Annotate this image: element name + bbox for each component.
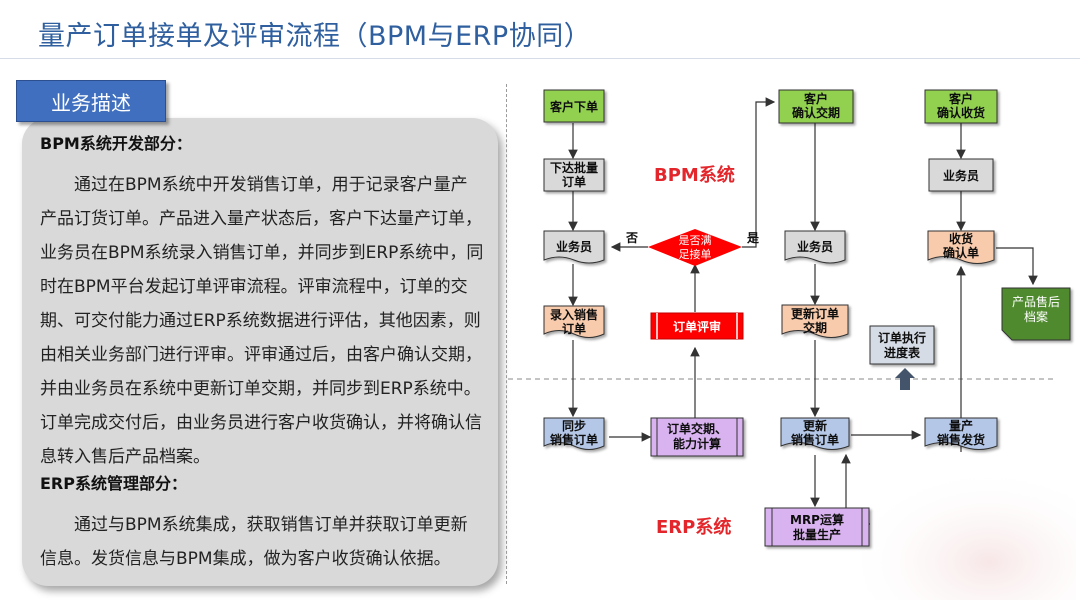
node-order-review: 订单评审 bbox=[650, 312, 744, 340]
node-capacity-calc: 订单交期、 能力计算 bbox=[650, 417, 744, 457]
node-receipt-confirm: 收货 确认单 bbox=[927, 230, 995, 264]
node-sync-order-label-2: 销售订单 bbox=[550, 432, 598, 447]
decision-no-label: 否 bbox=[625, 231, 638, 245]
node-issue-batch-label-2: 订单 bbox=[562, 174, 586, 189]
node-after-sales-archive: 产品售后 档案 bbox=[1001, 287, 1071, 341]
node-mrp-production: MRP运算 批量生产 bbox=[764, 507, 870, 547]
flow-diagram: 客户下单 下达批量 订单 BPM系统 业务员 录入销售 订单 是否满 足接单 否… bbox=[508, 89, 1076, 600]
node-archive-label-2: 档案 bbox=[1024, 309, 1048, 324]
node-sync-sales-order: 同步 销售订单 bbox=[543, 417, 605, 450]
erp-heading: ERP系统管理部分： bbox=[40, 474, 187, 493]
node-update-order-label-2: 销售订单 bbox=[791, 432, 839, 447]
decision-yes-label: 是 bbox=[746, 231, 760, 245]
erp-system-label: ERP系统 bbox=[656, 516, 731, 538]
node-salesman-3: 业务员 bbox=[928, 158, 994, 192]
node-enter-order-label-2: 订单 bbox=[562, 321, 586, 336]
node-update-date-label-2: 交期 bbox=[803, 320, 827, 335]
node-capacity-label-2: 能力计算 bbox=[673, 436, 721, 451]
node-salesman-3-label: 业务员 bbox=[943, 168, 979, 183]
node-issue-batch-order: 下达批量 订单 bbox=[543, 158, 605, 192]
node-decision-label-2: 足接单 bbox=[679, 248, 712, 261]
node-archive-label-1: 产品售后 bbox=[1012, 294, 1060, 309]
title-underline bbox=[0, 58, 1080, 59]
node-cust-confirm-receipt-label-1: 客户 bbox=[948, 91, 973, 106]
node-order-review-label: 订单评审 bbox=[673, 319, 721, 334]
node-capacity-label-1: 订单交期、 bbox=[667, 421, 727, 436]
node-update-sales-order: 更新 销售订单 bbox=[780, 417, 850, 450]
node-ship-label-1: 量产 bbox=[949, 418, 973, 433]
section-tag: 业务描述 bbox=[16, 80, 166, 122]
node-cust-confirm-receipt-label-2: 确认收货 bbox=[937, 105, 985, 120]
node-salesman-1: 业务员 bbox=[543, 230, 605, 264]
node-issue-batch-label-1: 下达批量 bbox=[550, 160, 598, 175]
node-update-order-label-1: 更新 bbox=[803, 418, 827, 433]
node-ship-label-2: 销售发货 bbox=[937, 432, 985, 447]
vertical-divider bbox=[506, 84, 507, 584]
description-panel: BPM系统开发部分： 通过在BPM系统中开发销售订单，用于记录客户量产产品订货订… bbox=[22, 118, 498, 586]
node-salesman-1-label: 业务员 bbox=[556, 239, 592, 254]
node-customer-order-label: 客户下单 bbox=[549, 99, 598, 114]
node-progress-label-2: 进度表 bbox=[884, 345, 921, 360]
node-customer-order: 客户下单 bbox=[543, 89, 605, 123]
node-cust-confirm-date-label-1: 客户 bbox=[803, 91, 828, 106]
node-decision-label-1: 是否满 bbox=[679, 234, 712, 247]
node-mrp-label-2: 批量生产 bbox=[793, 527, 841, 542]
erp-paragraph: 通过与BPM系统集成，获取销售订单并获取订单更新信息。发货信息与BPM集成，做为… bbox=[40, 515, 468, 569]
node-mrp-label-1: MRP运算 bbox=[790, 512, 844, 527]
node-salesman-2: 业务员 bbox=[784, 230, 846, 264]
node-receipt-confirm-label-1: 收货 bbox=[949, 231, 973, 246]
node-cust-confirm-date-label-2: 确认交期 bbox=[792, 105, 840, 120]
node-decision: 是否满 足接单 bbox=[648, 229, 742, 266]
node-progress-table: 订单执行 进度表 bbox=[869, 325, 935, 365]
node-mass-shipment: 量产 销售发货 bbox=[924, 417, 998, 450]
node-salesman-2-label: 业务员 bbox=[797, 239, 833, 254]
node-receipt-confirm-label-2: 确认单 bbox=[943, 245, 979, 260]
node-customer-confirm-receipt: 客户 确认收货 bbox=[924, 89, 998, 124]
up-arrow-icon bbox=[895, 368, 915, 390]
node-enter-order-label-1: 录入销售 bbox=[550, 307, 598, 322]
node-progress-label-1: 订单执行 bbox=[878, 330, 926, 345]
bpm-heading: BPM系统开发部分： bbox=[40, 134, 192, 153]
node-customer-confirm-date: 客户 确认交期 bbox=[778, 89, 854, 124]
bpm-system-label: BPM系统 bbox=[654, 164, 735, 186]
node-update-order-date: 更新订单 交期 bbox=[781, 304, 849, 338]
node-enter-sales-order: 录入销售 订单 bbox=[543, 305, 605, 338]
page-title: 量产订单接单及评审流程（BPM与ERP协同） bbox=[38, 21, 592, 52]
node-sync-order-label-1: 同步 bbox=[562, 418, 586, 433]
node-update-date-label-1: 更新订单 bbox=[791, 306, 839, 321]
bpm-paragraph: 通过在BPM系统中开发销售订单，用于记录客户量产产品订货订单。产品进入量产状态后… bbox=[40, 175, 484, 467]
